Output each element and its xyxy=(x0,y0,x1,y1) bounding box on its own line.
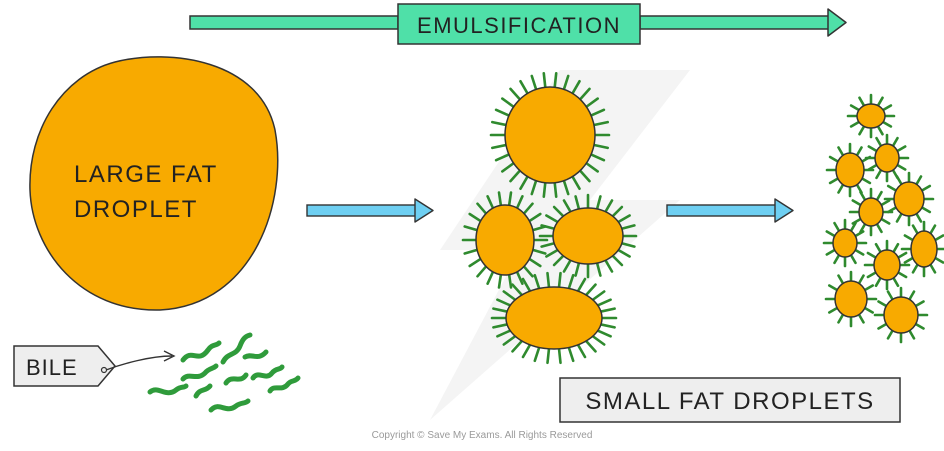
large-droplet-label-line2: DROPLET xyxy=(74,196,198,223)
fat-droplet-icon xyxy=(848,187,894,237)
process-arrow-icon xyxy=(306,198,434,223)
fat-droplet-icon xyxy=(489,72,611,198)
bile-tag: BILE xyxy=(13,345,116,387)
small-fat-droplets xyxy=(822,93,944,344)
fat-droplet-icon xyxy=(846,93,896,139)
bile-pointer-icon xyxy=(105,355,173,371)
fat-droplet-icon xyxy=(883,171,935,227)
small-droplets-label: SMALL FAT DROPLETS xyxy=(585,388,874,415)
small-droplets-label-box: SMALL FAT DROPLETS xyxy=(559,377,901,423)
copyright-text: Copyright © Save My Exams. All Rights Re… xyxy=(372,430,593,441)
medium-fat-droplets xyxy=(461,72,638,365)
fat-droplet-icon xyxy=(864,133,910,183)
fat-droplet-icon xyxy=(873,286,929,344)
fat-droplet-icon xyxy=(822,218,868,268)
emulsification-label-box: EMULSIFICATION xyxy=(397,3,641,45)
bile-pointer-head-icon xyxy=(163,350,176,362)
bile-label: BILE xyxy=(26,355,78,380)
fat-droplet-icon xyxy=(461,191,549,289)
emulsification-label: EMULSIFICATION xyxy=(417,13,621,38)
process-arrow-icon xyxy=(666,198,794,223)
large-droplet-label-line1: LARGE FAT xyxy=(74,161,218,188)
fat-droplet-icon xyxy=(824,270,878,328)
fat-droplet-icon xyxy=(490,271,618,365)
fat-droplet-icon xyxy=(825,142,875,198)
bile-molecule-icon xyxy=(147,332,301,413)
fat-droplet-icon xyxy=(863,239,911,291)
fat-droplet-icon xyxy=(900,220,944,278)
large-fat-droplet xyxy=(29,56,279,311)
fat-droplet-icon xyxy=(538,193,638,279)
